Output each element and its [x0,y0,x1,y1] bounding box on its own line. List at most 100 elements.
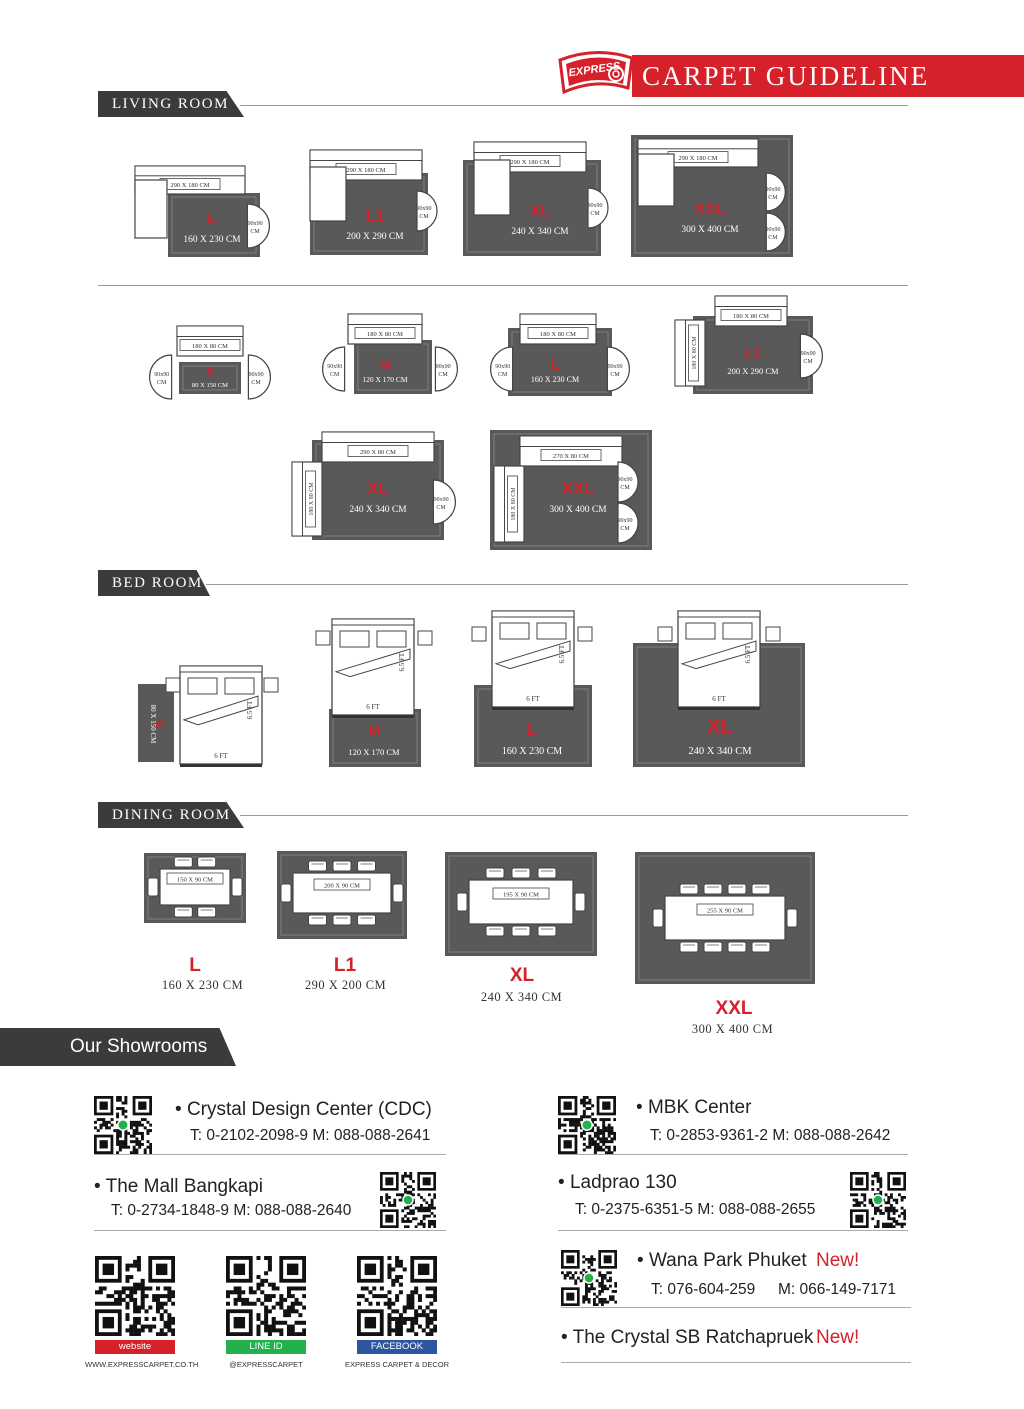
section-divider [240,815,908,816]
dining-chair [727,941,747,953]
dimension-label: 300 X 400 CM [549,505,607,515]
qr-module [614,1290,618,1293]
dimension-label: 6 FT [366,703,380,711]
dining-size-label: XL [509,965,535,986]
qr-module [283,1313,288,1318]
website-badge[interactable]: website [95,1340,175,1354]
qr-module [116,1107,120,1111]
qr-module [398,1320,403,1325]
qr-module [283,1320,288,1325]
dimension-label: 80 X 150 CM [192,382,228,389]
dimension-label: 90x90 [249,372,264,378]
nightstand [165,677,181,693]
qr-module [412,1209,415,1213]
qr-module [102,1286,107,1291]
qr-module [417,1313,422,1318]
qr-module [140,1123,144,1127]
dimension-label: 150 X 90 CM [177,877,213,884]
qr-code-mall[interactable] [380,1172,437,1232]
qr-module [609,1298,612,1301]
qr-module [110,1118,114,1122]
dimension-label: 180 X 80 CM [192,343,228,350]
qr-finder-core [233,1316,246,1329]
qr-module [256,1297,261,1302]
qr-module [874,1206,877,1210]
qr-module [874,1193,877,1197]
qr-module [294,1301,299,1306]
qr-module [892,1198,896,1202]
qr-module [604,1126,608,1130]
qr-module [264,1297,269,1302]
qr-module [298,1332,303,1337]
qr-module [588,1115,592,1119]
sofa-back [134,165,246,177]
qr-module [121,1112,125,1116]
qr-module [598,1292,602,1296]
qr-module [133,1259,138,1264]
qr-module [99,1118,103,1122]
qr-module [417,1305,422,1310]
qr-module [404,1190,407,1194]
qr-module [395,1263,400,1268]
qr-module [146,1145,150,1149]
qr-module [596,1126,600,1130]
qr-module [607,1129,611,1133]
qr-module [140,1137,144,1141]
dimension-label: CM [803,359,813,365]
qr-module [395,1256,400,1261]
qr-module [279,1305,284,1310]
qr-module [412,1193,415,1197]
qr-module [118,1145,122,1149]
qr-code-line[interactable] [226,1256,307,1340]
dining-chair [308,914,327,926]
qr-module [404,1188,407,1191]
qr-finder-core [286,1263,299,1276]
qr-module [433,1290,438,1295]
qr-module [876,1177,880,1181]
qr-code-wana[interactable] [561,1250,618,1310]
qr-module [892,1225,896,1229]
qr-module [614,1300,618,1304]
qr-module [602,1142,606,1146]
qr-module [144,1324,149,1329]
qr-module [163,1324,168,1329]
qr-module [275,1301,280,1306]
qr-module [401,1209,405,1213]
qr-module [395,1309,400,1314]
qr-module [143,1118,147,1122]
pillow [224,677,255,695]
qr-module [155,1297,160,1302]
qr-module [414,1290,419,1295]
dining-size-label: XXL [715,998,753,1019]
qr-code-website[interactable] [95,1256,176,1340]
line-badge[interactable]: LINE ID [226,1340,306,1354]
qr-module [414,1217,418,1221]
size-label: L1 [745,345,762,361]
dining-chair [332,914,352,926]
qr-module [410,1297,415,1302]
qr-module [569,1271,572,1275]
sofa-back [714,295,788,307]
qr-module [144,1294,149,1299]
qr-module [588,1142,592,1146]
qr-module [433,1222,437,1226]
facebook-badge[interactable]: FACEBOOK [357,1340,437,1354]
qr-module [133,1286,138,1291]
qr-module [271,1294,276,1299]
qr-code-ladprao[interactable] [850,1172,907,1232]
qr-module [402,1316,407,1321]
qr-module [871,1204,875,1207]
qr-module [582,1142,586,1146]
qr-code-cdc[interactable] [94,1096,153,1158]
qr-code-mbk[interactable] [558,1096,617,1158]
qr-module [429,1309,434,1314]
qr-code-facebook[interactable] [357,1256,438,1340]
dining-chair [332,860,352,872]
qr-module [587,1298,591,1301]
qr-finder-core [855,1177,864,1186]
qr-module [569,1118,573,1122]
qr-module [860,1201,864,1205]
qr-module [237,1286,242,1291]
